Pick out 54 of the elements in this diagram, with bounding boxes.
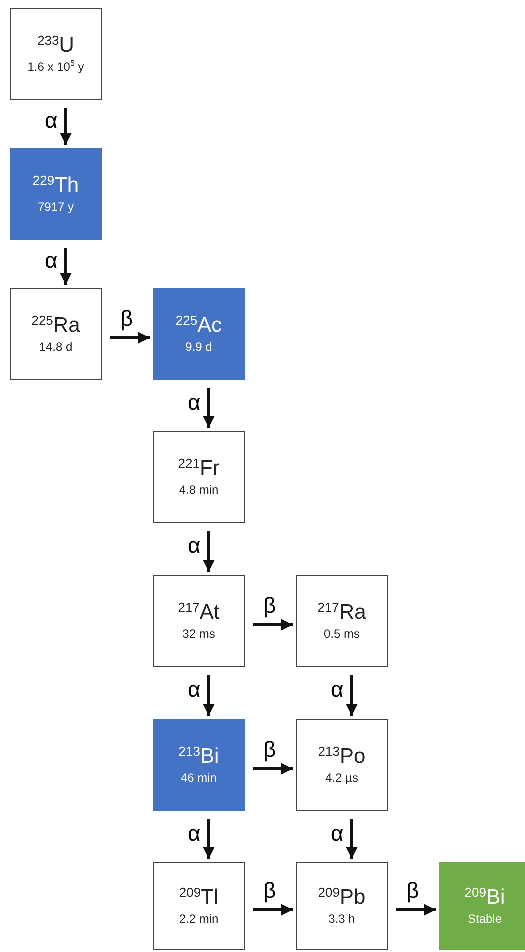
half-life: 0.5 ms [324,627,360,642]
nuclide-box [296,575,388,667]
nuclide-symbol: $^{213}$Bi [178,744,220,768]
edge-label: β [120,308,134,330]
nuclide-symbol: $^{229}$Th [32,174,80,198]
nuclide-symbol: $^{221}$Fr [178,456,220,480]
nuclide-box [153,431,245,523]
nuclide-box [10,8,102,100]
half-life: 4.8 min [179,483,219,498]
arrow [60,248,72,285]
nuclide-symbol: $^{225}$Ra [32,314,80,338]
half-life: 14.8 d [39,340,73,354]
arrow [253,763,293,775]
half-life: 9.9 d [186,340,212,354]
nuclide-box [153,288,245,380]
nuclide-symbol: $^{213}$Po [318,744,366,768]
arrow [253,904,293,916]
nuclide-symbol: $^{209}$Bi [464,886,506,910]
nuclide-box [296,862,388,950]
edge-label: β [262,595,278,617]
arrow [203,819,215,859]
nuclide-symbol: $^{217}$Ra [318,600,366,624]
edge-label: β [406,880,420,902]
nuclide-symbol: $^{217}$At [178,600,220,624]
nuclide-box [439,862,525,950]
arrow [203,675,215,716]
half-life: 1.6 x 10$^{5}$ y [28,60,84,74]
nuclide-symbol: $^{209}$Pb [318,886,366,910]
nuclide-box [153,575,245,667]
nuclide-symbol: $^{209}$Tl [179,886,219,910]
arrow [253,619,293,631]
nuclide-box [10,148,102,240]
nuclide-box [153,719,245,811]
edge-label: β [262,739,278,761]
nuclide-symbol: $^{225}$Ac [176,314,222,338]
arrow [203,531,215,572]
half-life: 4.2 µs [326,771,358,786]
half-life: 46 min [180,771,218,786]
nuclide-box [296,719,388,811]
arrow [60,108,72,145]
edge-label: β [262,880,278,902]
nuclide-box [153,862,245,950]
arrow [396,904,436,916]
arrow [203,388,215,428]
nuclide-symbol: $^{233}$U [38,34,74,58]
half-life: 32 ms [182,627,216,642]
arrow [346,819,358,859]
arrow [110,332,150,344]
arrow [346,675,358,716]
half-life: Stable [468,912,502,926]
nuclide-box [10,288,102,380]
half-life: 3.3 h [328,912,356,926]
half-life: 7917 y [38,200,74,214]
half-life: 2.2 min [179,912,219,926]
